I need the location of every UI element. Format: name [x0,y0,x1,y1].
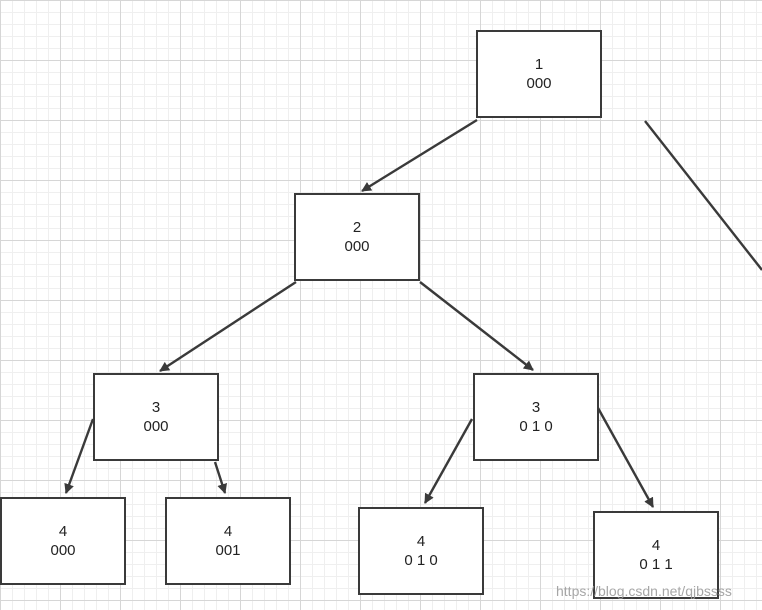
node-2: 2 000 [294,193,420,281]
watermark-text: https://blog.csdn.net/qjbssss [556,583,732,599]
node-4-010-code: 0 1 0 [404,552,438,569]
edge-3-right-to-4-010 [423,418,474,504]
node-4-011-level: 4 [651,537,661,554]
node-1: 1 000 [476,30,602,118]
node-4-001-code: 001 [215,542,241,559]
node-3-right: 3 0 1 0 [473,373,599,461]
node-4-000-level: 4 [58,523,68,540]
node-3-left: 3 000 [93,373,219,461]
node-4-001: 4 001 [165,497,291,585]
edge-3-left-to-4-001 [213,461,227,494]
node-3-left-level: 3 [151,399,161,416]
node-4-001-level: 4 [223,523,233,540]
node-4-000-code: 000 [50,542,76,559]
edge-2-to-3-left [159,280,297,373]
edge-1-to-2 [361,118,478,193]
node-4-000: 4 000 [0,497,126,585]
edge-3-left-to-4-000 [64,418,95,494]
node-1-level: 1 [534,56,544,73]
edge-offscreen-right [644,120,762,271]
node-4-010-level: 4 [416,533,426,550]
node-2-level: 2 [352,219,362,236]
node-4-011: 4 0 1 1 [593,511,719,599]
node-3-right-code: 0 1 0 [519,418,553,435]
node-3-right-level: 3 [531,399,541,416]
node-2-code: 000 [344,238,370,255]
node-4-010: 4 0 1 0 [358,507,484,595]
node-4-011-code: 0 1 1 [639,556,673,573]
edge-3-right-to-4-011 [596,407,655,508]
node-1-code: 000 [526,75,552,92]
edge-2-to-3-right [419,281,534,371]
node-3-left-code: 000 [143,418,169,435]
